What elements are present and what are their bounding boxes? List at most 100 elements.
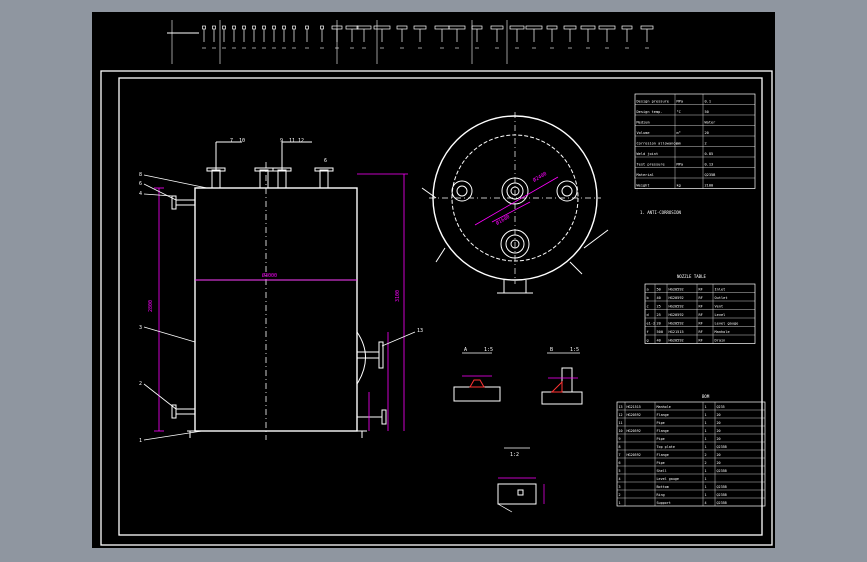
table-cell: HG20592 [669,322,684,326]
table-cell: 1 [705,477,707,481]
table-cell: 50 [657,288,661,292]
table-cell: 12 [619,413,623,417]
table-cell: HG21515 [627,405,641,409]
table-cell: °C [677,110,681,114]
table-cell: Volume [637,131,650,135]
table-cell: MPa [677,163,684,167]
detail-b: B 1:5 [541,347,583,405]
table-cell: HG20592 [669,288,684,292]
table-cell: 20 [717,413,721,417]
table-cell: 5 [619,469,621,473]
table-cell: e1-2 [647,322,656,326]
table-cell: 11 [619,421,623,425]
table-cell: Q235B [717,469,727,473]
detail-a: A 1:5 [453,347,501,402]
table-cell: 1 [705,413,707,417]
table-cell: 20 [717,461,721,465]
table-cell: 13 [619,405,623,409]
table-cell: HG20592 [669,296,684,300]
table-cell: d [647,313,649,317]
nozzle-table-title: NOZZLE TABLE [677,274,706,279]
bom-table-title: BOM [702,394,710,399]
part-balloon: 9 [280,138,283,144]
table-cell: Level [715,313,726,317]
part-balloon: 10 [239,138,245,144]
table-cell: Pipe [657,437,665,441]
table-cell: Q235B [705,173,716,177]
table-cell: 9 [619,437,621,441]
table-cell: Manhole [657,405,671,409]
table-cell: 50 [705,110,709,114]
table-cell: m³ [677,131,681,135]
table-cell: 0.13 [705,163,714,167]
table-cell: Water [705,121,717,125]
table-cell: Pipe [657,421,665,425]
part-balloons-right: 13 [417,328,423,334]
table-cell: Top plate [657,445,675,449]
table-cell: Shell [657,469,667,473]
table-cell: a [647,288,649,292]
table-cell: 1 [619,501,621,505]
table-cell: HG20592 [627,413,641,417]
svg-text:Ø3000: Ø3000 [262,272,277,279]
table-cell: 25 [657,313,661,317]
table-cell: Q235B [717,485,727,489]
tank-plan-view [421,112,609,294]
table-cell: Pipe [657,461,665,465]
table-cell: 25 [657,305,661,309]
table-cell: RF [699,313,703,317]
table-cell: Material [637,173,654,177]
table-cell: 2 [705,453,707,457]
detail-b-label: B [550,347,553,353]
table-cell: b [647,296,649,300]
table-cell: Design pressure [637,100,669,104]
table-cell: RF [699,305,703,309]
part-balloon: 13 [417,328,423,334]
table-cell: MPa [677,100,684,104]
part-balloon: 11 [289,138,295,144]
table-cell: 1 [705,421,707,425]
svg-text:1:5: 1:5 [570,347,579,353]
table-cell: Flange [657,453,669,457]
part-balloon: 6 [139,181,142,187]
table-cell: c [647,305,649,309]
table-cell: 20 [705,131,709,135]
table-cell: 2 [705,142,707,146]
table-cell: Level gauge [657,477,679,481]
table-cell: HG21515 [669,330,684,334]
table-cell: 1 [705,405,707,409]
table-cell: Q235B [717,501,727,505]
detail-bottom: 1:2 [497,447,545,513]
svg-text:2800: 2800 [148,300,154,312]
table-cell: 6 [619,461,621,465]
table-cell: 2100 [705,184,714,188]
table-cell: Ring [657,493,665,497]
table-cell: f [647,330,649,334]
table-cell: HG20592 [669,305,684,309]
part-balloon: 8 [139,172,142,178]
table-cell: Weld joint [637,152,659,156]
part-balloon: 3 [139,325,142,331]
table-cell: Flange [657,429,669,433]
part-balloon: 4 [139,191,142,197]
table-cell: 3 [619,485,621,489]
table-cell: RF [699,288,703,292]
table-cell: RF [699,322,703,326]
tank-shell [194,187,358,432]
table-cell: 20 [717,429,721,433]
table-cell: Q235 [717,405,725,409]
table-cell: Weight [637,184,650,188]
svg-text:1:5: 1:5 [484,347,493,353]
svg-text:Ø2400: Ø2400 [532,170,549,184]
svg-text:Ø1600: Ø1600 [495,213,512,227]
table-cell: 40 [657,339,661,343]
table-cell: 1 [705,493,707,497]
table-cell: 2 [705,461,707,465]
tank-front-view: 2800 Ø3000 3100 [143,141,416,441]
table-cell: Vent [715,305,724,309]
table-cell: Q235B [717,445,727,449]
